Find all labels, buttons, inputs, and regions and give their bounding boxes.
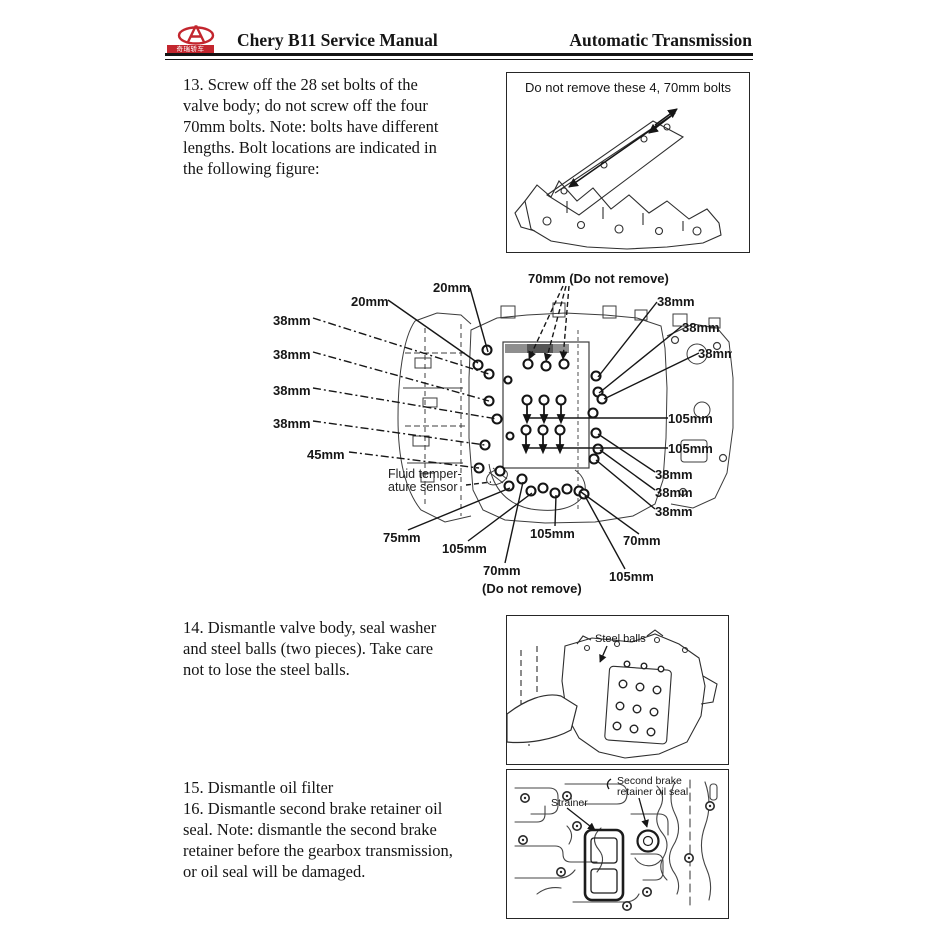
step-13-line: valve body; do not screw off the four <box>183 96 428 115</box>
fluid-temp-sensor-label: ature sensor <box>388 480 458 494</box>
manual-title: Chery B11 Service Manual <box>237 30 438 50</box>
step-14-line: 14. Dismantle valve body, seal washer <box>183 618 437 637</box>
step-15-16-paragraph: 15. Dismantle oil filter 16. Dismantle s… <box>183 777 453 882</box>
bolt-length-label: 38mm <box>273 416 311 431</box>
bolt-length-label: 105mm <box>442 541 487 556</box>
step-13-line: 13. Screw off the 28 set bolts of the <box>183 75 418 94</box>
bolt-length-label: 75mm <box>383 530 421 545</box>
oil-seal-label: retainer oil seal <box>617 786 689 798</box>
bolt-length-label: 38mm <box>682 320 720 335</box>
section-title: Automatic Transmission <box>569 30 752 50</box>
step-14-line: and steel balls (two pieces). Take care <box>183 639 434 658</box>
step-16-line: or oil seal will be damaged. <box>183 862 366 881</box>
bolt-length-label: 20mm <box>351 294 389 309</box>
bolt-length-label: 38mm <box>698 346 732 361</box>
step-13-line: the following figure: <box>183 159 320 178</box>
strainer-label: Strainer <box>551 797 588 809</box>
figure-do-not-remove-bolts: Do not remove these 4, 70mm bolts <box>506 72 750 253</box>
bolt-length-label: 38mm <box>655 485 693 500</box>
bolt-location-diagram: 20mm 20mm 70mm (Do not remove) 38mm 38mm… <box>265 258 740 608</box>
step-13-line: 70mm bolts. Note: bolts have different <box>183 117 439 136</box>
oil-seal-drawing <box>636 829 660 853</box>
bolt-length-label: (Do not remove) <box>482 581 582 596</box>
header-rule <box>165 53 753 57</box>
chery-logo-icon <box>177 24 215 45</box>
bolt-length-label: 20mm <box>433 280 471 295</box>
chery-logo-banner: 奇瑞轿车 <box>167 45 214 54</box>
bolt-length-label: 105mm <box>609 569 654 584</box>
step-13-line: lengths. Bolt locations are indicated in <box>183 138 437 157</box>
bolt-length-label: 38mm <box>655 504 693 519</box>
bolt-length-label: 38mm <box>273 313 311 328</box>
figure-strainer-oil-seal: Strainer Second brake retainer oil seal <box>506 769 729 919</box>
figure-steel-balls: Steel balls <box>506 615 729 765</box>
valve-body-top-drawing <box>312 285 734 570</box>
steel-balls-label: Steel balls <box>595 633 646 645</box>
bolt-length-label: 70mm <box>483 563 521 578</box>
step-15-line: 15. Dismantle oil filter <box>183 778 334 797</box>
steel-balls-drawing <box>507 629 718 759</box>
oil-passage-drawing <box>514 778 718 912</box>
bolt-length-label: 38mm <box>273 383 311 398</box>
fluid-temp-sensor-label: Fluid temper- <box>388 467 462 481</box>
step-16-line: 16. Dismantle second brake retainer oil <box>183 799 443 818</box>
bolt-length-label: 38mm <box>655 467 693 482</box>
step-13-paragraph: 13. Screw off the 28 set bolts of the va… <box>183 74 438 179</box>
step-16-line: seal. Note: dismantle the second brake <box>183 820 437 839</box>
bolt-length-label: 105mm <box>668 411 713 426</box>
bolt-length-label: 38mm <box>273 347 311 362</box>
bolt-length-label: 105mm <box>668 441 713 456</box>
bolt-length-label: 70mm <box>623 533 661 548</box>
step-16-line: retainer before the gearbox transmission… <box>183 841 453 860</box>
strainer-drawing <box>583 828 625 902</box>
bolt-length-label: 38mm <box>657 294 695 309</box>
figure1-caption: Do not remove these 4, 70mm bolts <box>525 80 731 95</box>
step-14-paragraph: 14. Dismantle valve body, seal washer an… <box>183 617 436 680</box>
bolt-length-label: 105mm <box>530 526 575 541</box>
hand-drawing <box>507 694 578 744</box>
bolt-length-label: 70mm (Do not remove) <box>528 271 669 286</box>
step-14-line: not to lose the steel balls. <box>183 660 350 679</box>
oil-seal-label: Second brake <box>617 775 682 787</box>
bolt-length-label: 45mm <box>307 447 345 462</box>
header-rule-thin <box>165 58 753 60</box>
valve-body-isometric-drawing <box>514 108 722 250</box>
